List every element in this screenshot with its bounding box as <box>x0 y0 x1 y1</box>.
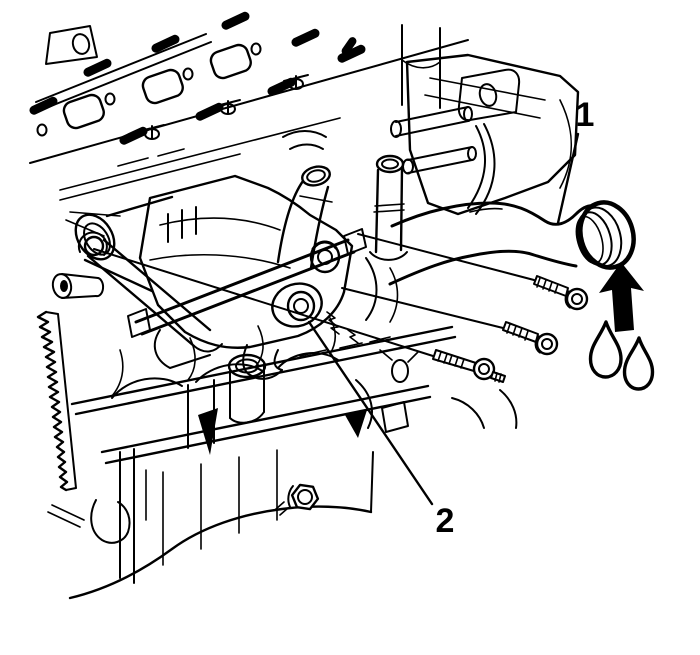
cylinder-head <box>29 11 469 243</box>
bolt-projection-lines <box>93 233 535 357</box>
oil-pan <box>47 384 432 600</box>
pipe-flange-end <box>575 200 636 270</box>
callout-2-label: 2 <box>436 502 455 540</box>
direction-arrow-icon <box>599 262 644 332</box>
mount-arm <box>51 211 223 369</box>
callout-2-leader <box>307 320 434 506</box>
bolt-2 <box>502 321 559 356</box>
callout-1-label: 1 <box>576 96 595 134</box>
water-outlet-pipe <box>388 200 636 286</box>
flywheel-teeth <box>36 310 77 492</box>
thermostat-housing <box>74 154 408 380</box>
head-hardware-marks <box>139 74 327 243</box>
exhaust-ports <box>36 42 262 137</box>
coolant-drop-icon <box>588 320 623 379</box>
drain-plug <box>275 483 320 516</box>
callout-1: 1 <box>556 96 595 225</box>
bolt-1 <box>533 275 589 311</box>
block-bottom-rail <box>70 317 518 455</box>
callout-1-leader <box>556 132 580 225</box>
mount-bracket <box>390 53 580 216</box>
coolant-drop-icon <box>622 336 655 391</box>
bolt-3 <box>432 349 506 383</box>
head-studs <box>29 11 366 145</box>
callout-2: 2 <box>307 320 455 540</box>
coolant-drops <box>588 320 655 391</box>
